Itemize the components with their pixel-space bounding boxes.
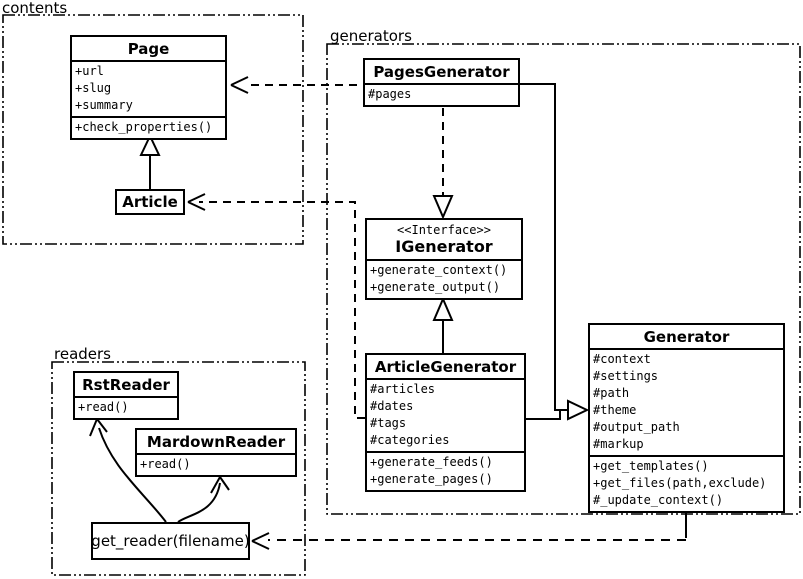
class-page-attributes: +url +slug +summary: [72, 60, 225, 116]
class-page-name: Page: [127, 40, 170, 58]
class-pagesgenerator: PagesGenerator #pages: [363, 58, 520, 107]
class-page: Page +url +slug +summary +check_properti…: [70, 35, 227, 140]
attribute: #path: [593, 386, 630, 400]
attribute: #context: [593, 352, 651, 366]
class-rstreader: RstReader +read(): [73, 371, 179, 420]
class-igenerator-name: IGenerator: [395, 237, 493, 256]
class-article-name: Article: [122, 193, 178, 211]
package-readers-border: [51, 361, 306, 576]
method: +get_files(path,exclude): [593, 476, 767, 490]
method: +check_properties(): [75, 120, 213, 134]
arrow-triangle-generator: [567, 399, 590, 421]
class-article: Article: [115, 189, 185, 215]
method: +generate_context(): [370, 263, 508, 277]
class-rstreader-methods: +read(): [75, 396, 177, 418]
arrow-triangle-page: [139, 133, 161, 156]
edge-articlegenerator-uses-article: [199, 201, 365, 419]
class-articlegenerator: ArticleGenerator #articles #dates #tags …: [365, 353, 526, 492]
arrow-triangle-igenerator-top: [432, 195, 454, 220]
attribute: #theme: [593, 403, 637, 417]
get-reader-box: get_reader(filename): [91, 522, 250, 560]
arrow-open-page: [230, 76, 249, 94]
edge-getreader-to-mardownreader: [177, 482, 221, 523]
package-contents-border: [2, 14, 304, 245]
class-page-methods: +check_properties(): [72, 116, 225, 138]
class-pagesgenerator-name: PagesGenerator: [373, 63, 510, 81]
edge-pagesgenerator-extends-generator: [520, 83, 568, 411]
class-igenerator-methods: +generate_context() +generate_output(): [367, 259, 521, 298]
attribute: +summary: [75, 98, 133, 112]
get-reader-label: get_reader(filename): [91, 532, 250, 550]
edge-articlegenerator-extends-generator: [526, 409, 568, 420]
class-rstreader-name: RstReader: [82, 376, 170, 394]
class-generator-name: Generator: [643, 328, 730, 346]
method: +read(): [140, 457, 191, 471]
class-pagesgenerator-attributes: #pages: [365, 83, 518, 105]
attribute: #articles: [370, 382, 436, 396]
class-articlegenerator-name: ArticleGenerator: [374, 358, 517, 376]
method: +read(): [78, 400, 129, 414]
class-igenerator: <<Interface>> IGenerator +generate_conte…: [365, 218, 523, 300]
class-igenerator-stereotype: <<Interface>>: [397, 223, 491, 237]
attribute: #output_path: [593, 420, 680, 434]
class-mardownreader: MardownReader +read(): [135, 428, 297, 477]
method: +get_templates(): [593, 459, 709, 473]
class-articlegenerator-methods: +generate_feeds() +generate_pages(): [367, 451, 524, 490]
class-generator-methods: +get_templates() +get_files(path,exclude…: [590, 455, 783, 511]
attribute: #dates: [370, 399, 414, 413]
arrow-triangle-igenerator-bottom: [432, 296, 454, 321]
method: +generate_output(): [370, 280, 501, 294]
arrow-open-mardownreader: [210, 476, 230, 494]
arrow-open-article: [187, 193, 206, 211]
edge-getreader-to-rstreader: [98, 427, 167, 523]
attribute: #settings: [593, 369, 659, 383]
package-label-generators: generators: [330, 27, 412, 45]
method: +generate_pages(): [370, 472, 493, 486]
class-articlegenerator-attributes: #articles #dates #tags #categories: [367, 378, 524, 451]
package-generators-border: [326, 43, 801, 515]
attribute: +slug: [75, 81, 112, 95]
method: #_update_context(): [593, 493, 724, 507]
attribute: #markup: [593, 437, 644, 451]
attribute: #categories: [370, 433, 450, 447]
package-label-readers: readers: [54, 345, 111, 363]
attribute: +url: [75, 64, 104, 78]
class-mardownreader-name: MardownReader: [146, 433, 286, 451]
package-label-contents: contents: [2, 0, 68, 17]
class-mardownreader-methods: +read(): [137, 453, 295, 475]
attribute: #pages: [368, 87, 412, 101]
class-generator: Generator #context #settings #path #them…: [588, 323, 785, 513]
attribute: #tags: [370, 416, 407, 430]
arrow-open-getreader: [251, 532, 270, 550]
arrow-open-rstreader: [89, 418, 108, 437]
class-generator-attributes: #context #settings #path #theme #output_…: [590, 348, 783, 455]
method: +generate_feeds(): [370, 455, 493, 469]
